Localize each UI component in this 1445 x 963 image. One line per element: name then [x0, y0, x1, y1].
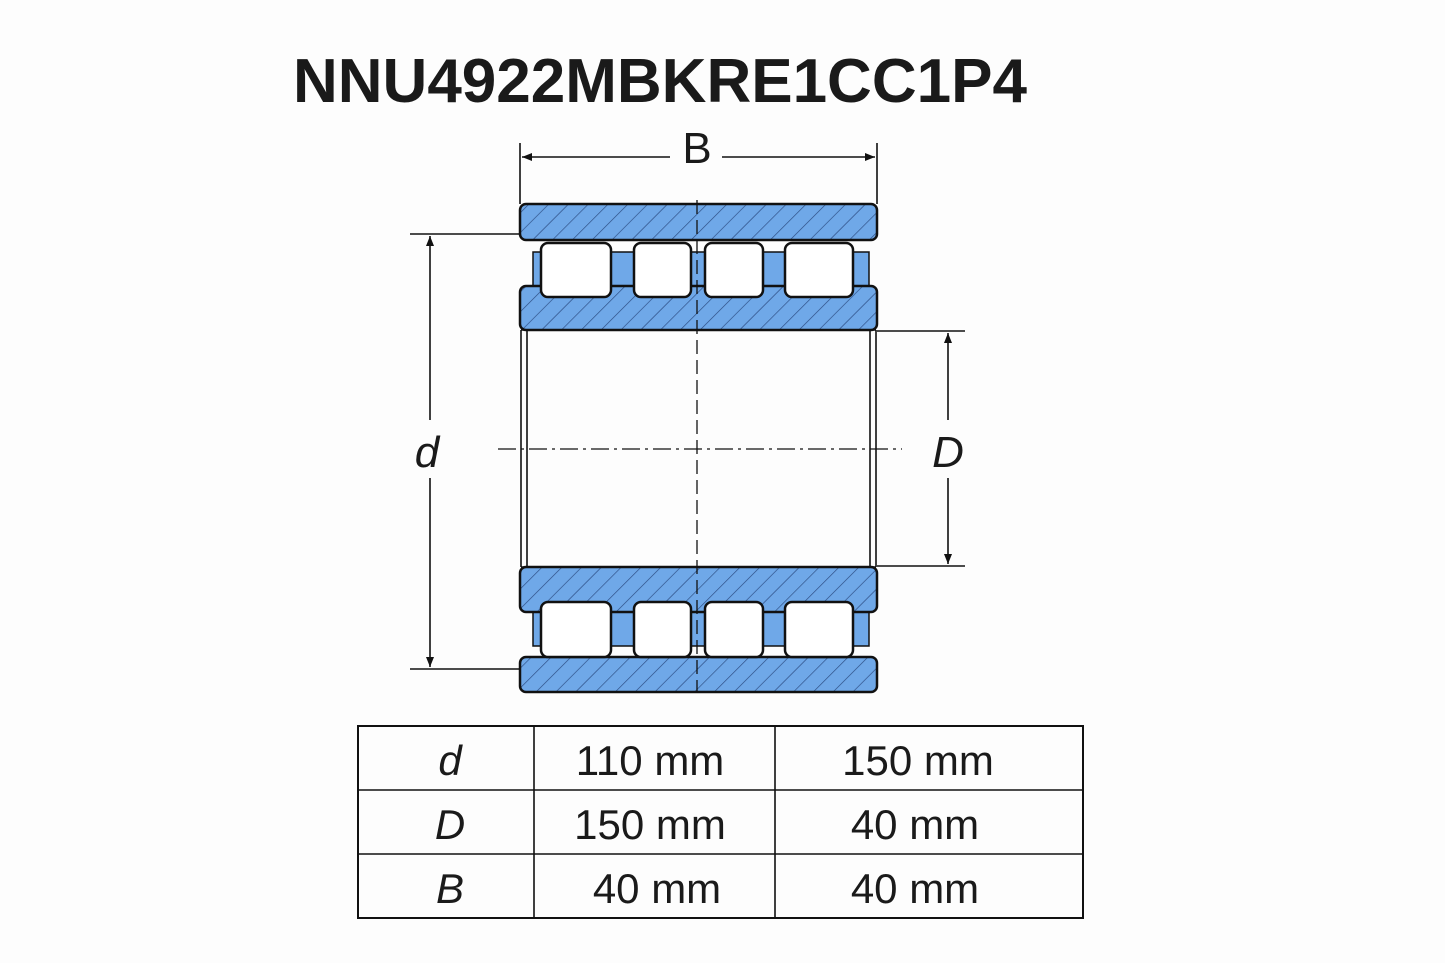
- dimension-D: D: [877, 330, 965, 567]
- outer-ring-upper: [518, 202, 879, 242]
- dimension-B: B: [519, 124, 878, 204]
- upper-section: [518, 202, 879, 332]
- roller: [632, 241, 693, 299]
- dimension-table: d 110 mm 150 mm D 150 mm 40 mm B 40 mm 4…: [357, 725, 1084, 919]
- roller: [539, 241, 613, 299]
- roller: [539, 600, 613, 659]
- roller: [703, 241, 765, 299]
- outer-ring-lower: [518, 655, 879, 694]
- table-cell: 40 mm: [593, 865, 721, 912]
- dimension-d: d: [410, 233, 520, 670]
- table-cell: 150 mm: [842, 737, 994, 784]
- table-symbol: d: [438, 737, 463, 784]
- roller: [632, 600, 693, 659]
- roller: [783, 600, 855, 659]
- dimension-label-B: B: [682, 124, 711, 173]
- table-cell: 40 mm: [851, 865, 979, 912]
- roller: [703, 600, 765, 659]
- lower-section: [518, 565, 879, 694]
- table-symbol: D: [435, 801, 465, 848]
- inner-ring-lower: [518, 565, 879, 614]
- part-number-title: NNU4922MBKRE1CC1P4: [293, 47, 1027, 116]
- dimension-label-d: d: [415, 428, 441, 477]
- table-symbol: B: [436, 865, 464, 912]
- roller: [783, 241, 855, 299]
- dimension-label-D: D: [932, 428, 964, 477]
- table-cell: 150 mm: [574, 801, 726, 848]
- table-cell: 40 mm: [851, 801, 979, 848]
- table-cell: 110 mm: [576, 737, 725, 784]
